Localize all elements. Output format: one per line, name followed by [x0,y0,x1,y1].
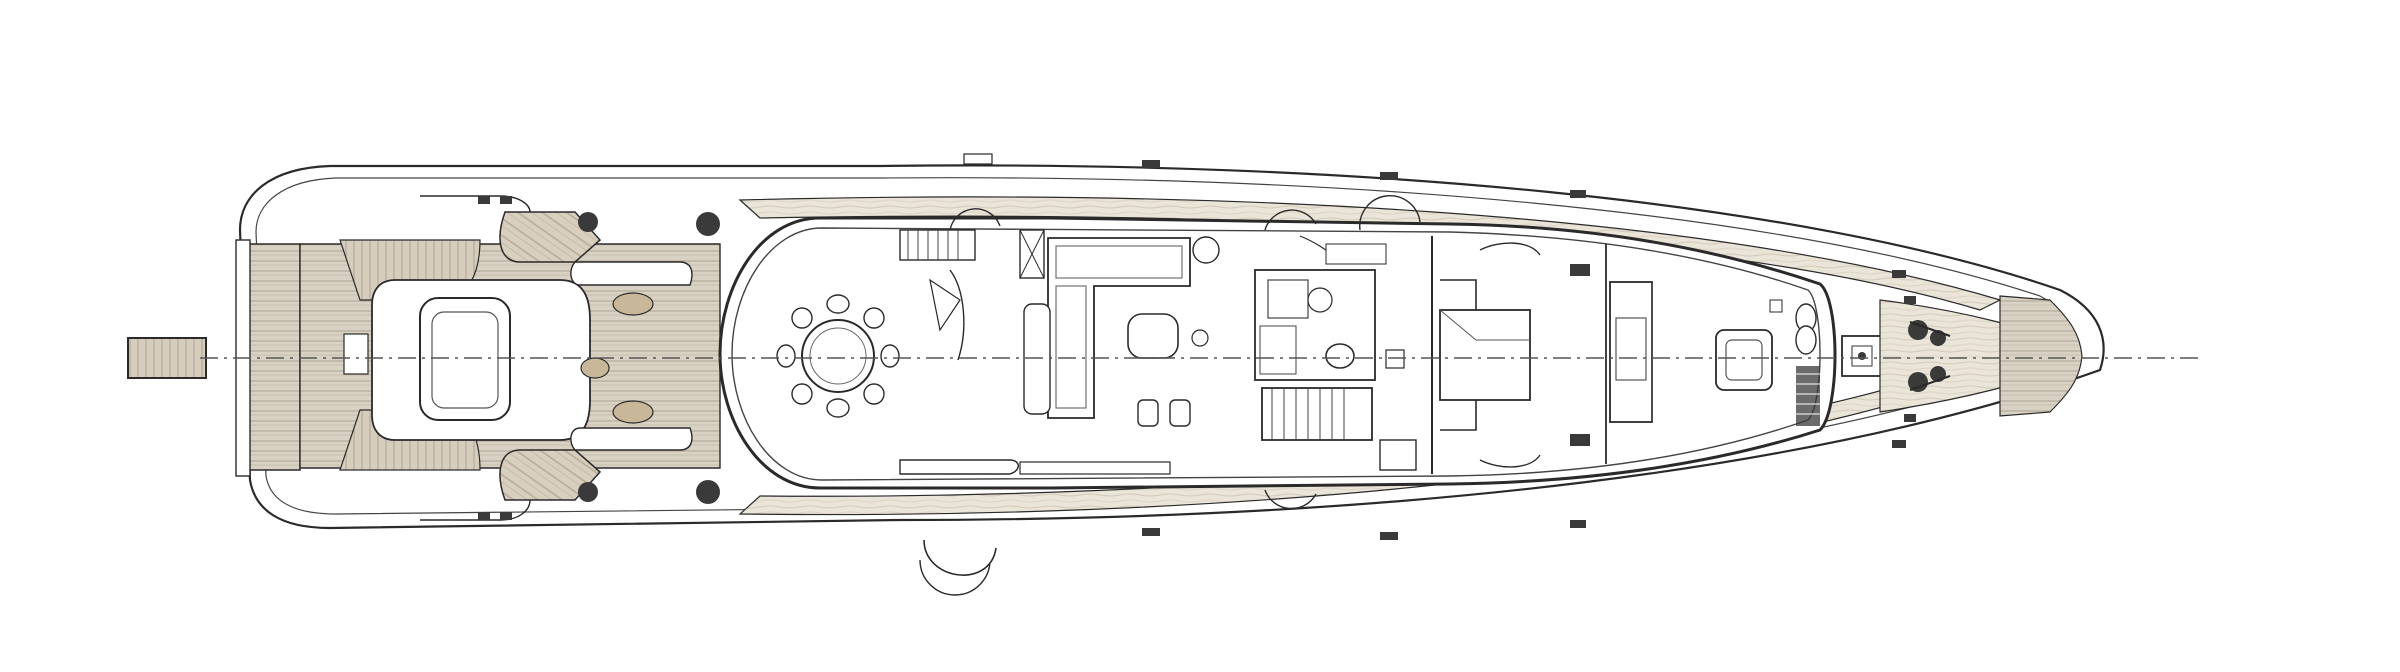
anchor-windlass [1908,320,1951,392]
owner-cabin [1431,236,1607,474]
forward-hatch [1841,335,1883,377]
aft-bulwarks [420,195,531,521]
davit-platform [923,539,997,576]
dining-chairs [776,294,900,418]
aft-deck-tables [580,292,654,424]
galley [1254,235,1405,381]
owner-bath [1609,281,1820,426]
deck-hardware [963,153,1916,540]
stairwell [1261,387,1417,471]
aft-stairs [899,229,976,361]
aft-sofas [343,279,591,441]
aft-sunpads [570,261,693,451]
passerelle [127,337,207,379]
main-saloon [899,229,1220,475]
side-doors [919,195,1421,596]
aft-corner-loungers [499,211,720,504]
dining-saloon [776,294,900,418]
